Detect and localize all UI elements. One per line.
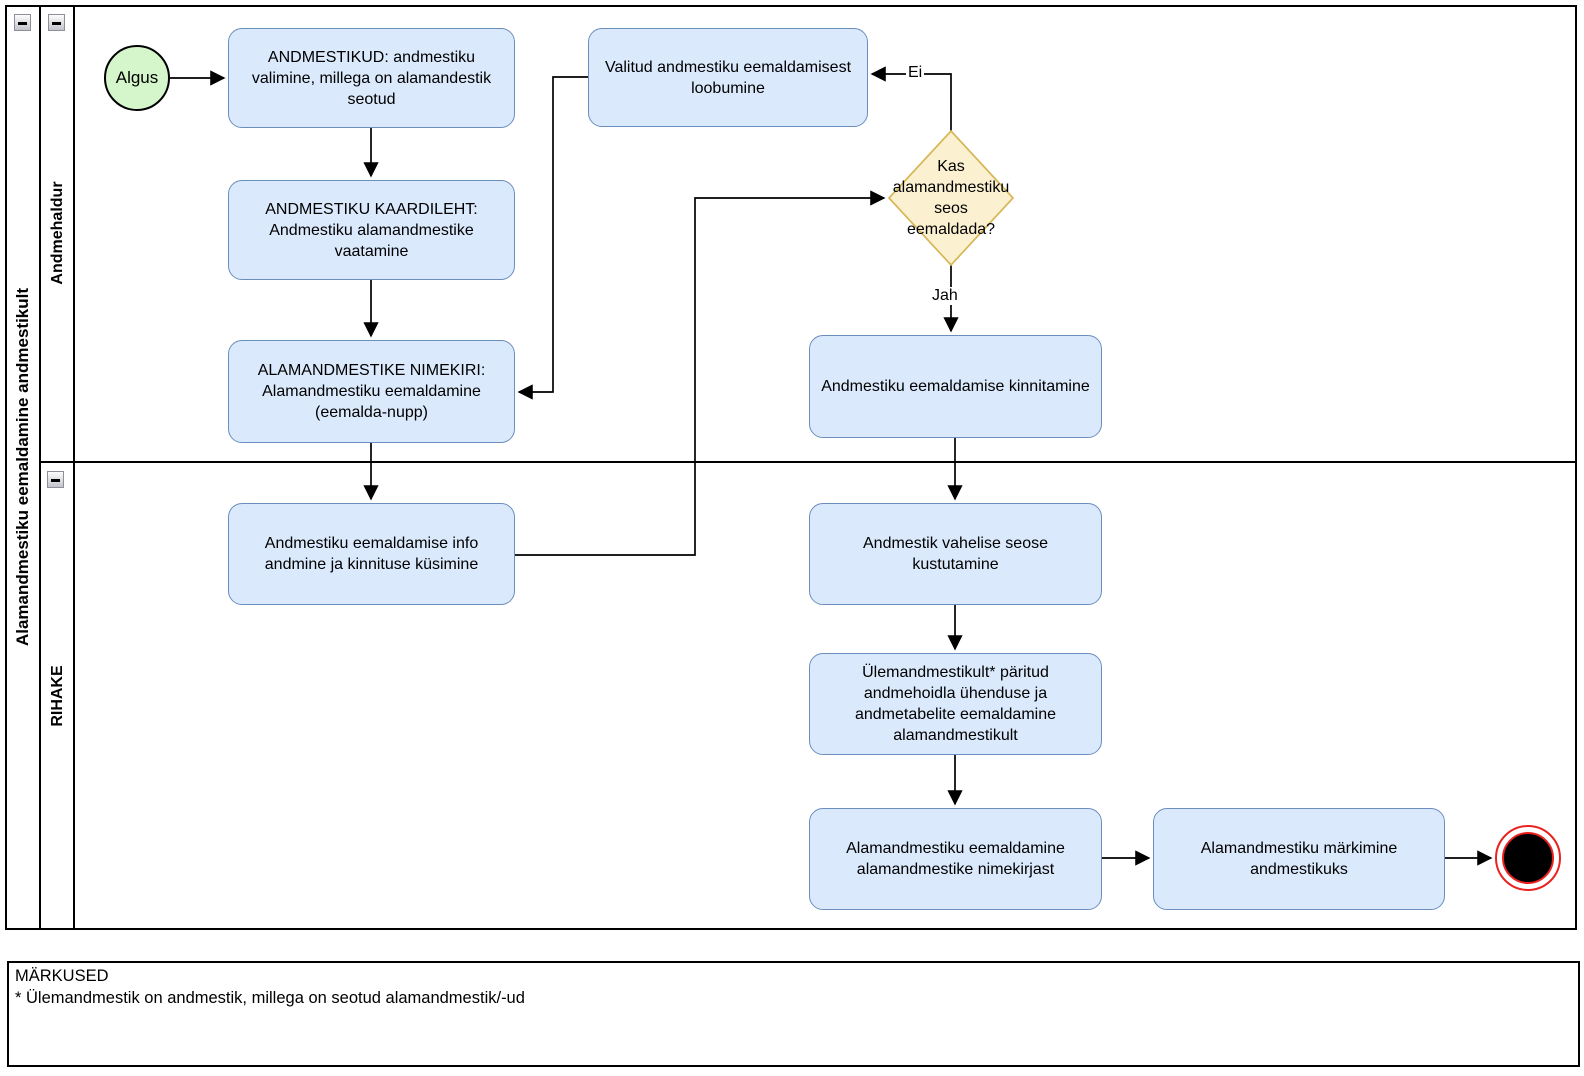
task-info-andmine[interactable]: Andmestiku eemaldamise info andmine ja k…	[228, 503, 515, 605]
pool-border	[5, 5, 1577, 930]
start-event-label: Algus	[115, 68, 159, 87]
lane-rihake-collapse-button[interactable]	[47, 471, 64, 488]
task-nimekirjast-eemaldamine[interactable]: Alamandmestiku eemaldamine alamandmestik…	[809, 808, 1102, 910]
lane-title-column	[41, 5, 75, 930]
lane-title-rihake: RIHAKE	[49, 665, 66, 727]
lane-title-andmehaldur: Andmehaldur	[49, 181, 66, 285]
task-nimekiri[interactable]: ALAMANDMESTIKE NIMEKIRI: Alamandmestiku …	[228, 340, 515, 443]
notes-title: MÄRKUSED	[15, 967, 109, 985]
task-kinnitamine[interactable]: Andmestiku eemaldamise kinnitamine	[809, 335, 1102, 438]
task-kaardileht[interactable]: ANDMESTIKU KAARDILEHT: Andmestiku alaman…	[228, 180, 515, 280]
task-markimine[interactable]: Alamandmestiku märkimine andmestikuks	[1153, 808, 1445, 910]
minus-icon	[18, 22, 27, 25]
end-event[interactable]	[1495, 825, 1561, 891]
notes-line: * Ülemandmestik on andmestik, millega on…	[15, 989, 525, 1007]
pool-title-column	[5, 5, 41, 930]
task-seose-kustutamine[interactable]: Andmestik vahelise seose kustutamine	[809, 503, 1102, 605]
pool-collapse-button[interactable]	[14, 14, 31, 31]
task-andmestikud[interactable]: ANDMESTIKUD: andmestiku valimine, milleg…	[228, 28, 515, 128]
end-event-inner-circle	[1502, 832, 1554, 884]
minus-icon	[52, 22, 61, 25]
edge-label-jah: Jah	[930, 287, 960, 305]
gateway-question[interactable]: Kas alamandmestiku seos eemaldada?	[892, 158, 1010, 238]
task-paritud-eemaldamine[interactable]: Ülemandmestikult* päritud andmehoidla üh…	[809, 653, 1102, 755]
notes-box: MÄRKUSED * Ülemandmestik on andmestik, m…	[7, 961, 1580, 1067]
task-loobumine[interactable]: Valitud andmestiku eemaldamisest loobumi…	[588, 28, 868, 127]
minus-icon	[51, 479, 60, 482]
edge-label-ei: Ei	[906, 64, 925, 82]
lane-divider	[41, 461, 1577, 463]
lane-andmehaldur-collapse-button[interactable]	[48, 14, 65, 31]
start-event[interactable]: Algus	[104, 45, 170, 111]
pool-title: Alamandmestiku eemaldamine andmestikult	[13, 287, 32, 647]
